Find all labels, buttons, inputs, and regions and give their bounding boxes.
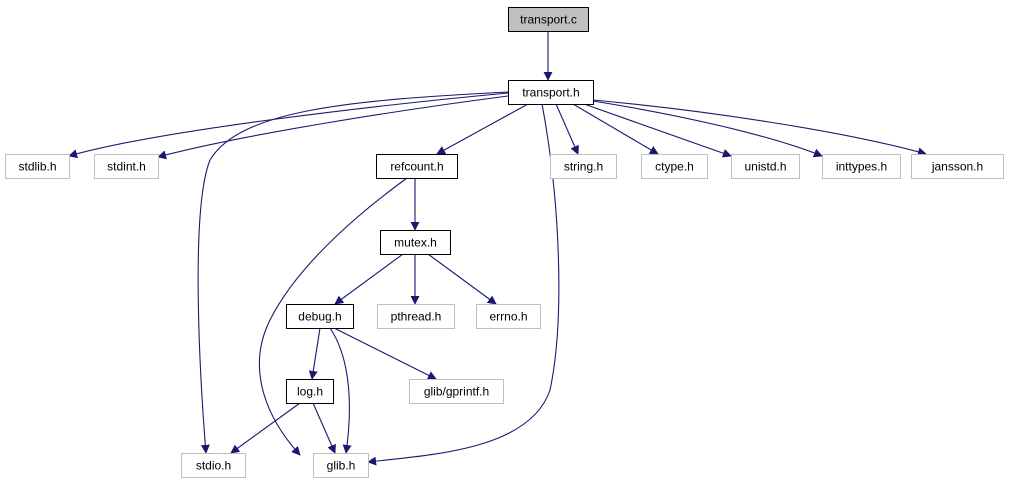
edge-line xyxy=(308,327,321,380)
edge-refcount-h-to-glib-h xyxy=(258,177,408,456)
edge-line xyxy=(427,253,497,305)
node-box xyxy=(550,154,617,179)
edge-line xyxy=(312,402,336,454)
node-box xyxy=(376,154,458,179)
edge-line xyxy=(329,327,352,454)
node-label: refcount.h xyxy=(390,160,443,174)
node-label: stdint.h xyxy=(107,160,146,174)
node-string-h: string.h xyxy=(550,154,617,179)
node-jansson-h: jansson.h xyxy=(911,154,1004,179)
node-label: transport.c xyxy=(520,13,577,27)
node-errno-h: errno.h xyxy=(476,304,541,329)
edge-line xyxy=(197,91,509,454)
edge-line xyxy=(68,92,509,159)
node-label: log.h xyxy=(297,385,323,399)
node-box xyxy=(822,154,901,179)
node-box xyxy=(313,453,369,478)
node-refcount-h[interactable]: refcount.h xyxy=(376,154,458,179)
edge-line xyxy=(572,103,659,155)
edge-transport-h-to-inttypes-h xyxy=(592,100,823,158)
node-ctype-h: ctype.h xyxy=(641,154,708,179)
node-box xyxy=(508,80,594,105)
edge-log-h-to-stdio-h xyxy=(230,402,301,454)
edge-line xyxy=(157,95,509,160)
edge-transport-h-to-stdlib-h xyxy=(68,92,509,159)
edge-mutex-h-to-debug-h xyxy=(334,253,404,305)
edge-transport-h-to-stdio-h xyxy=(197,91,509,454)
edge-debug-h-to-glib-h xyxy=(329,327,352,454)
edge-mutex-h-to-errno-h xyxy=(427,253,497,305)
node-gprintf-h: glib/gprintf.h xyxy=(409,379,504,404)
node-label: inttypes.h xyxy=(836,160,887,174)
node-label: unistd.h xyxy=(744,160,786,174)
node-label: jansson.h xyxy=(931,160,983,174)
edge-line xyxy=(592,100,823,158)
node-box xyxy=(286,304,354,329)
node-label: debug.h xyxy=(298,310,341,324)
edge-line xyxy=(230,402,301,454)
node-box xyxy=(476,304,541,329)
node-pthread-h: pthread.h xyxy=(377,304,455,329)
edge-transport-h-to-jansson-h xyxy=(592,99,927,157)
edge-line xyxy=(367,103,560,466)
edge-line xyxy=(436,103,529,155)
node-box xyxy=(641,154,708,179)
node-transport-c[interactable]: transport.c xyxy=(508,7,589,32)
edge-line xyxy=(334,253,404,305)
node-label: ctype.h xyxy=(655,160,694,174)
node-label: mutex.h xyxy=(394,236,437,250)
node-stdlib-h: stdlib.h xyxy=(5,154,70,179)
node-box xyxy=(911,154,1004,179)
node-box xyxy=(5,154,70,179)
edge-debug-h-to-gprintf-h xyxy=(333,327,437,380)
edge-line xyxy=(583,103,732,158)
node-unistd-h: unistd.h xyxy=(731,154,800,179)
node-stdio-h: stdio.h xyxy=(181,453,246,478)
node-glib-h: glib.h xyxy=(313,453,369,478)
node-mutex-h[interactable]: mutex.h xyxy=(380,230,451,255)
node-box xyxy=(731,154,800,179)
node-box xyxy=(377,304,455,329)
node-box xyxy=(94,154,159,179)
edge-transport-h-to-string-h xyxy=(555,103,579,155)
edge-debug-h-to-log-h xyxy=(308,327,321,380)
node-inttypes-h: inttypes.h xyxy=(822,154,901,179)
node-log-h[interactable]: log.h xyxy=(286,379,334,404)
node-label: stdio.h xyxy=(196,459,231,473)
node-debug-h[interactable]: debug.h xyxy=(286,304,354,329)
edge-line xyxy=(555,103,579,155)
node-box xyxy=(409,379,504,404)
edges-layer xyxy=(68,31,927,466)
nodes-layer: transport.c transport.h stdlib.h stdint.h re… xyxy=(5,7,1004,478)
edge-transport-h-to-stdint-h xyxy=(157,95,509,160)
edge-transport-h-to-glib-h xyxy=(367,103,560,466)
edge-line xyxy=(592,99,927,157)
node-stdint-h: stdint.h xyxy=(94,154,159,179)
node-label: stdlib.h xyxy=(18,160,56,174)
edge-line xyxy=(333,327,437,380)
edge-line xyxy=(258,177,408,456)
edge-transport-h-to-unistd-h xyxy=(583,103,732,158)
node-transport-h[interactable]: transport.h xyxy=(508,80,594,105)
edge-log-h-to-glib-h xyxy=(312,402,336,454)
edge-transport-h-to-refcount-h xyxy=(436,103,529,155)
node-label: glib/gprintf.h xyxy=(424,385,489,399)
node-box xyxy=(380,230,451,255)
node-label: string.h xyxy=(564,160,603,174)
node-box xyxy=(508,7,589,32)
edge-transport-h-to-ctype-h xyxy=(572,103,659,155)
node-label: errno.h xyxy=(489,310,527,324)
node-label: transport.h xyxy=(522,86,579,100)
node-label: pthread.h xyxy=(391,310,442,324)
node-label: glib.h xyxy=(327,459,356,473)
node-box xyxy=(181,453,246,478)
node-box xyxy=(286,379,334,404)
